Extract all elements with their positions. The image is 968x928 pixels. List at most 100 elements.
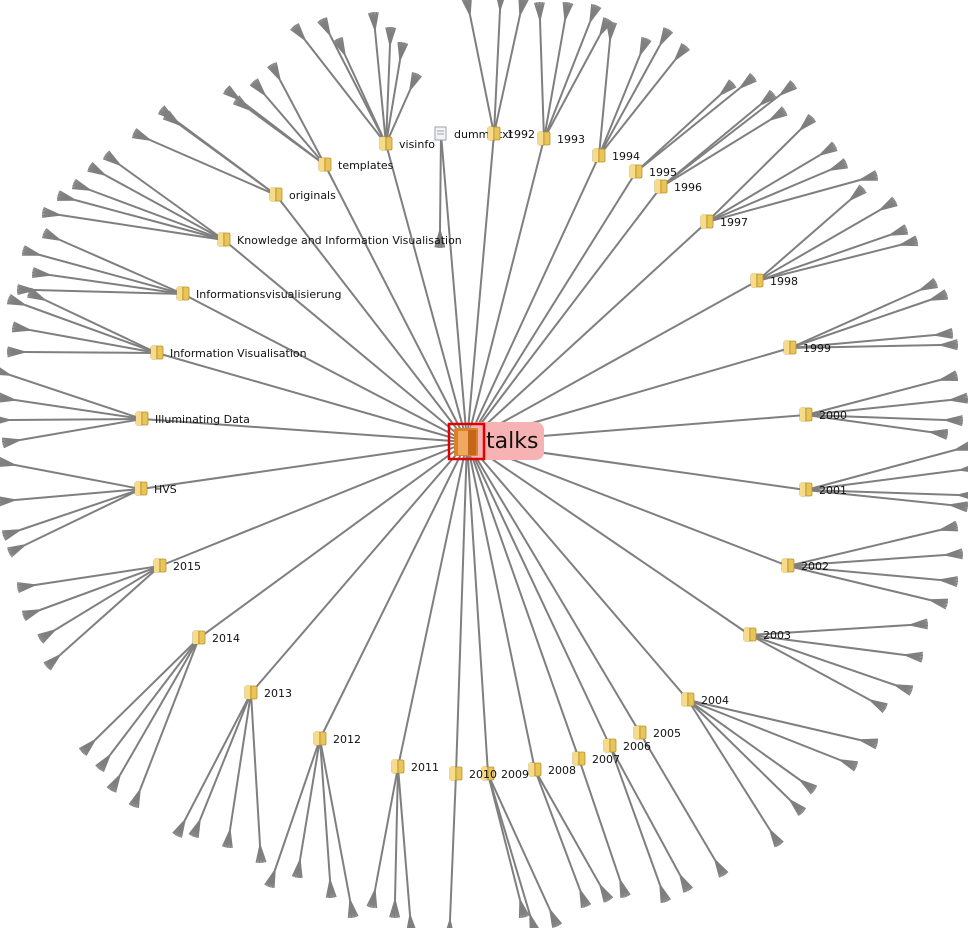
branch-edge [805, 449, 956, 491]
leaf-edge [106, 774, 121, 789]
tree-node[interactable]: 2000 [799, 407, 847, 422]
leaf-edge [325, 17, 331, 36]
tree-node[interactable]: HVS [134, 481, 177, 496]
leaf-edge [409, 75, 422, 91]
branch-edge [789, 289, 921, 349]
leaf-edge [659, 884, 663, 904]
tree-node[interactable]: 1998 [750, 273, 798, 288]
branch-edge [319, 738, 331, 881]
tree-node[interactable]: 2003 [743, 627, 791, 642]
root-node[interactable]: talks [447, 422, 544, 461]
tree-node[interactable]: visinfo [379, 136, 435, 151]
tree-node[interactable]: originals [269, 187, 336, 202]
tree-node[interactable]: 2008 [528, 762, 576, 777]
tree-node[interactable]: dummy.txt [434, 126, 514, 141]
edge [466, 441, 611, 747]
tree-node[interactable]: Informationsvisualisierung [176, 286, 342, 301]
branch-edge [374, 29, 387, 145]
tree-node[interactable]: Illuminating Data [135, 411, 250, 426]
leaf-edge [929, 599, 947, 610]
branch-edge [578, 758, 621, 881]
branch-edge [539, 19, 545, 140]
tree-node[interactable]: 2015 [153, 558, 201, 573]
file-icon [434, 126, 447, 141]
tree-node[interactable]: 1995 [629, 164, 677, 179]
leaf-edge [519, 0, 529, 16]
branch-edge [14, 464, 142, 490]
leaf-edge [0, 416, 11, 421]
branch-edge [639, 732, 716, 861]
leaf-edge [957, 494, 968, 499]
branch-edge [493, 14, 521, 135]
node-label: Informationsvisualisierung [196, 288, 342, 301]
leaf-edge [17, 284, 36, 291]
leaf-edge [255, 844, 261, 863]
edge [385, 143, 468, 443]
node-label: 1994 [612, 150, 640, 163]
tree-node[interactable]: 2011 [391, 759, 439, 774]
tree-node[interactable]: 1997 [700, 214, 748, 229]
branch-edge [534, 769, 581, 891]
tree-node[interactable]: 2009 [481, 766, 529, 781]
node-label: 2011 [411, 761, 439, 774]
node-label: 2005 [653, 727, 681, 740]
leaf-edge [91, 161, 106, 176]
edge [466, 138, 545, 443]
branch-edge [598, 59, 676, 157]
tree-node[interactable]: 2014 [192, 630, 240, 645]
folder-icon [799, 407, 813, 422]
tree-node[interactable]: Information Visualisation [150, 345, 307, 360]
branch-edge [598, 39, 611, 157]
leaf-edge [7, 544, 26, 549]
branch-edge [660, 119, 771, 188]
tree-node[interactable]: 2010 [449, 766, 497, 781]
tree-node[interactable]: templates [318, 157, 394, 172]
tree-node[interactable]: 2007 [572, 751, 620, 766]
leaf-edge [2, 437, 21, 441]
branch-edge [487, 773, 521, 901]
leaf-edge [108, 150, 121, 166]
leaf-edge [929, 431, 947, 440]
root-label-highlight [470, 422, 544, 460]
leaf-edge [341, 37, 346, 56]
node-label: 2008 [548, 764, 576, 777]
leaf-edge [849, 191, 867, 201]
tree-node[interactable]: 2012 [313, 731, 361, 746]
tree-node[interactable]: 1993 [537, 131, 585, 146]
node-label: 1992 [507, 128, 535, 141]
node-label: 1997 [720, 216, 748, 229]
tree-node[interactable]: Knowledge and Information Visualisation [217, 232, 462, 247]
tree-node[interactable]: 2004 [681, 692, 729, 707]
tree-node[interactable]: 2001 [799, 482, 847, 497]
leaf-edge [434, 229, 441, 248]
tree-node[interactable]: 1996 [654, 179, 702, 194]
folder-icon [176, 286, 190, 301]
tree-node[interactable]: 2006 [603, 738, 651, 753]
leaf-edge [406, 914, 411, 928]
tree-node[interactable]: 1994 [592, 148, 640, 163]
leaf-edge [879, 204, 898, 211]
branch-edge [14, 399, 143, 420]
folder-icon [537, 131, 551, 146]
folder-icon [633, 725, 647, 740]
leaf-edge [949, 504, 968, 513]
leaf-edge [894, 684, 911, 696]
tree-node[interactable]: 2002 [781, 558, 829, 573]
tree-node[interactable]: 1999 [783, 340, 831, 355]
folder-icon [269, 187, 283, 202]
tree-node[interactable]: 2005 [633, 725, 681, 740]
folder-icon [379, 136, 393, 151]
node-label: 1996 [674, 181, 702, 194]
edge [182, 293, 468, 443]
leaf-edge [674, 48, 690, 61]
leaf-edge [135, 128, 151, 141]
branch-edge [385, 89, 411, 145]
tree-node[interactable]: 1992 [487, 126, 535, 141]
branch-edge [787, 529, 941, 567]
branch-edge [534, 769, 601, 886]
tree-node[interactable]: 2013 [244, 685, 292, 700]
branch-edge [439, 133, 442, 231]
branch-edge [24, 351, 158, 354]
